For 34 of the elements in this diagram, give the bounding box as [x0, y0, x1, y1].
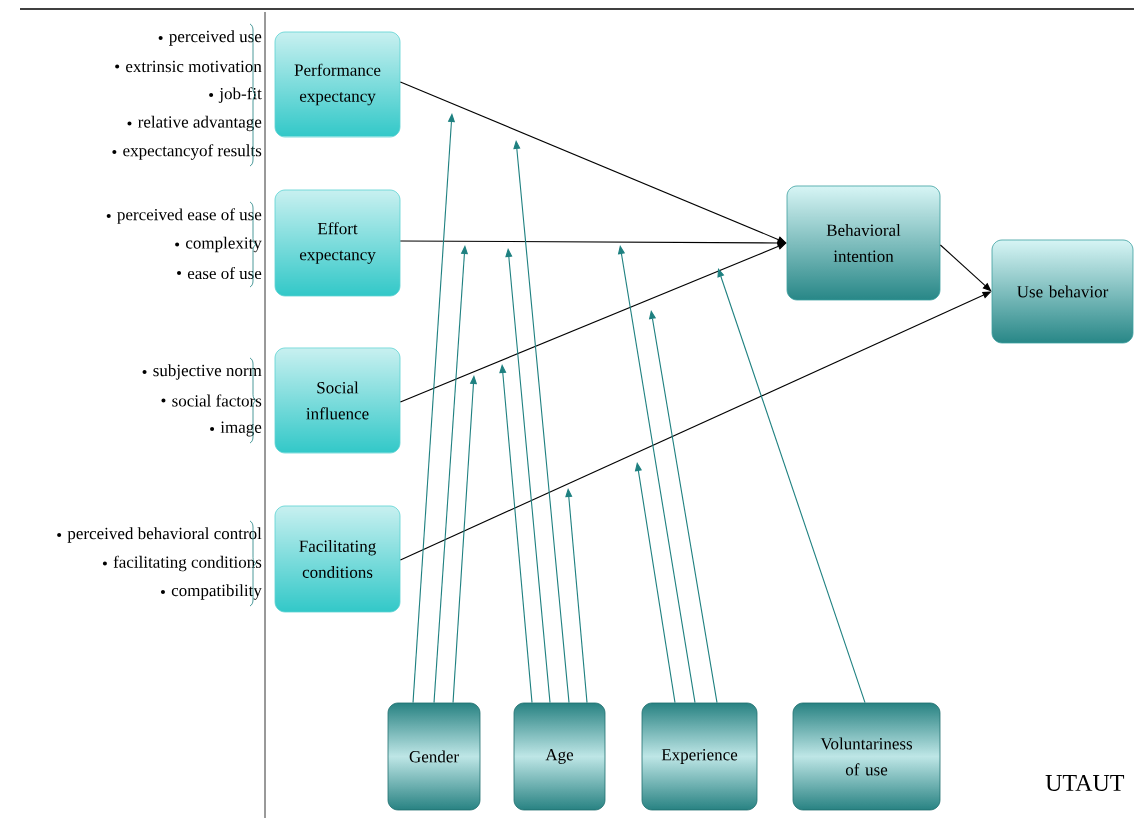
bullet-item: complexity [175, 236, 262, 253]
outcome-box: Behavioral intention [786, 185, 941, 301]
arrow [939, 244, 992, 292]
construct-box: Social influence [274, 347, 401, 454]
bullet-item: relative advantage [127, 115, 262, 132]
arrow [499, 364, 533, 704]
bullet-item: perceived behavioral control [57, 527, 262, 543]
bullet-item: compatibility [160, 584, 262, 600]
bullet-item: extrinsic motivation [115, 60, 262, 73]
bullet-item: image [210, 421, 262, 437]
bullet-item: facilitating conditions [102, 555, 262, 572]
bullet-item: expectancyof results [112, 144, 262, 160]
bullet-item: ease of use [177, 266, 262, 280]
moderator-box: Voluntariness of use [792, 702, 941, 811]
bullet-item: subjective norm [142, 364, 262, 380]
moderator-box: Experience [641, 702, 758, 811]
arrow [617, 245, 696, 704]
arrow [717, 268, 866, 704]
arrow [634, 462, 676, 704]
construct-box: Effort expectancy [274, 189, 401, 297]
model-label: UTAUT [1045, 774, 1125, 792]
arrow [505, 248, 551, 704]
moderator-box: Gender [387, 702, 481, 811]
moderator-box: Age [513, 702, 606, 811]
construct-box: Performance expectancy [274, 31, 401, 138]
bullet-item: job-fit [209, 87, 262, 103]
arrow [648, 310, 718, 704]
outcome-box: Use behavior [991, 239, 1134, 344]
bullet-item: perceived use [158, 30, 262, 46]
bullet-item: perceived ease of use [106, 208, 262, 224]
construct-box: Facilitating conditions [274, 505, 401, 613]
bullet-item: social factors [161, 394, 262, 407]
arrow [513, 140, 570, 704]
arrow [565, 488, 588, 704]
